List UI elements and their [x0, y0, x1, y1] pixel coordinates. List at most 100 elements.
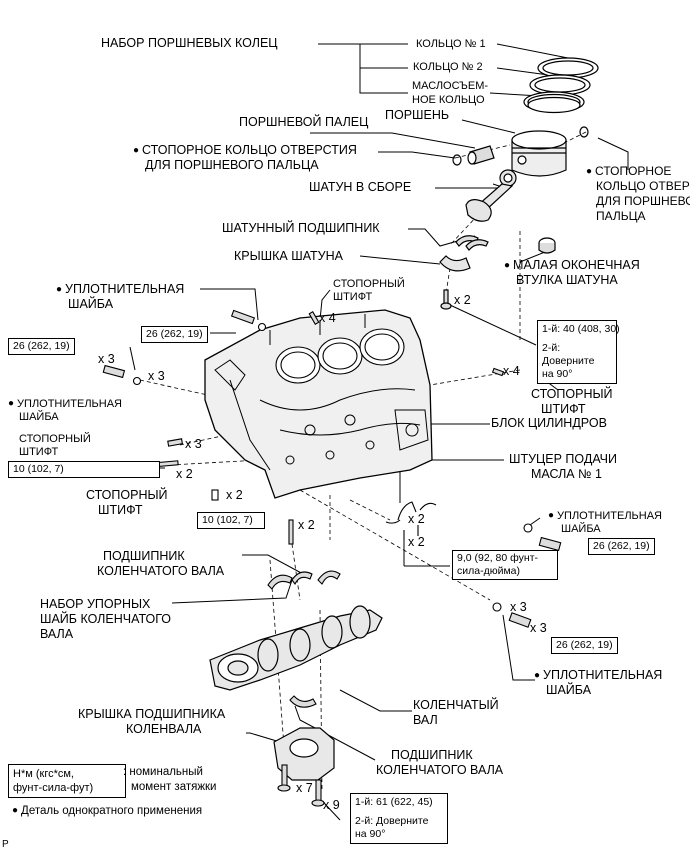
- qty-main-bolt-a: x 7: [296, 781, 313, 795]
- leader-main-torque: [324, 803, 341, 821]
- leader-snap-left: [378, 151, 456, 159]
- label-crank-bearing-upper-l2: КОЛЕНЧАТОГО ВАЛА: [97, 564, 225, 578]
- leader-left-stud: [129, 346, 136, 371]
- label-stop-pin-top-l2: ШТИФТ: [333, 291, 373, 303]
- label-oil-union-l1: ШТУЦЕР ПОДАЧИ: [509, 452, 618, 466]
- label-snap-ring-left-l2: ДЛЯ ПОРШНЕВОГО ПАЛЬЦА: [145, 158, 319, 172]
- label-rod-assy: ШАТУН В СБОРЕ: [309, 180, 412, 194]
- label-crank-bearing-lower-l1: ПОДШИПНИК: [391, 748, 473, 762]
- label-ring-1: КОЛЬЦО № 1: [416, 38, 486, 50]
- torque-stud-bottom: 10 (102, 7): [197, 512, 265, 529]
- torque-seal-bolt-top: 26 (262, 19): [141, 326, 208, 343]
- leader-piston: [461, 119, 516, 134]
- qty-stud-bottom: x 2: [298, 518, 315, 532]
- leader-thrust: [171, 579, 293, 604]
- qty-left-bolt-a: x 3: [98, 352, 115, 366]
- torque-oil-union-l1: 9,0 (92, 80 фунт-: [457, 552, 538, 564]
- leader-ring1-tip: [496, 43, 569, 59]
- label-snap-ring-right-l3: ДЛЯ ПОРШНЕВОГО: [596, 194, 690, 208]
- torque-oil-union-l2: сила-дюйма): [457, 565, 520, 577]
- label-cyl-block: БЛОК ЦИЛИНДРОВ: [491, 416, 607, 430]
- label-stop-pin-right-l2: ШТИФТ: [541, 402, 586, 416]
- label-crankshaft-l1: КОЛЕНЧАТЫЙ: [413, 698, 499, 712]
- qty-stop-pin-left: x 3: [185, 437, 202, 451]
- legend-desc-l2: момент затяжки: [131, 781, 217, 793]
- label-snap-ring-left-l1: СТОПОРНОЕ КОЛЬЦО ОТВЕРСТИЯ: [133, 143, 357, 159]
- label-stop-pin-bottom-l2: ШТИФТ: [98, 503, 143, 517]
- qty-stud-left: x 2: [176, 467, 193, 481]
- qty-rod-bolt: x 2: [454, 293, 471, 307]
- label-seal-washer-right-l2: ШАЙБА: [561, 523, 601, 535]
- torque-rod-first: 1-й: 40 (408, 30): [542, 323, 620, 335]
- label-oil-ring-l2: НОЕ КОЛЬЦО: [412, 94, 485, 106]
- qty-left-bolt-b: x 3: [148, 369, 165, 383]
- qty-main-bolt-b: x 9: [323, 798, 340, 812]
- qty-stop-pin-right: x 4: [503, 364, 520, 378]
- torque-main-second-l1: 2-й: Доверните: [355, 815, 429, 827]
- leader-crank-bearing: [242, 554, 306, 576]
- label-stop-pin-bottom-l1: СТОПОРНЫЙ: [86, 488, 168, 502]
- label-thrust-washer-l2: ШАЙБ КОЛЕНЧАТОГО: [40, 612, 172, 626]
- label-seal-washer-left-l2: ШАЙБА: [19, 411, 59, 423]
- label-seal-washer-top-l1: УПЛОТНИТЕЛЬНАЯ: [56, 282, 184, 298]
- torque-main-first: 1-й: 61 (622, 45): [355, 796, 433, 808]
- qty-stop-pin-bottom: x 2: [226, 488, 243, 502]
- torque-rod-second-l2: на 90°: [542, 368, 573, 380]
- label-crank-bearing-lower-l2: КОЛЕНЧАТОГО ВАЛА: [376, 763, 504, 777]
- legend-desc-l1: : номинальный: [123, 766, 203, 778]
- legend-key-l2: фунт-сила-фут): [13, 782, 94, 794]
- label-snap-ring-right-l4: ПАЛЬЦА: [596, 209, 646, 223]
- label-seal-washer-bottom-l1: УПЛОТНИТЕЛЬНАЯ: [534, 668, 662, 684]
- torque-seal-bolt-bottom: 26 (262, 19): [551, 637, 618, 654]
- label-rod-bearing: ШАТУННЫЙ ПОДШИПНИК: [222, 221, 380, 235]
- leader-rod-assy: [435, 183, 506, 189]
- label-stop-pin-right-l1: СТОПОРНЫЙ: [531, 387, 613, 401]
- label-small-bushing-l2: ВТУЛКА ШАТУНА: [516, 273, 618, 287]
- leader-crank-bearing-lower: [294, 705, 376, 761]
- legend-key-l1: Н*м (кгс*см,: [13, 768, 74, 780]
- torque-main-cap: 1-й: 61 (622, 45) 2-й: Доверните на 90°: [350, 793, 448, 844]
- label-piston: ПОРШЕНЬ: [385, 108, 450, 122]
- label-stop-pin-left-l2: ШТИФТ: [19, 446, 59, 458]
- label-crank-bearing-upper-l1: ПОДШИПНИК: [103, 549, 185, 563]
- label-piston-pin: ПОРШНЕВОЙ ПАЛЕЦ: [239, 115, 369, 129]
- legend-torque-key: Н*м (кгс*см, фунт-сила-фут): [8, 764, 126, 798]
- torque-main-second-l2: на 90°: [355, 828, 386, 840]
- label-seal-washer-left-l1: УПЛОТНИТЕЛЬНАЯ: [8, 398, 122, 411]
- torque-rod-cap: 1-й: 40 (408, 30) 2-й: Доверните на 90°: [537, 320, 620, 384]
- qty-bolt-bottom-b: x 3: [530, 621, 547, 635]
- label-piston-ring-set: НАБОР ПОРШНЕВЫХ КОЛЕЦ: [101, 36, 278, 50]
- leader-washer-right: [529, 517, 541, 526]
- torque-stud-left: 10 (102, 7): [8, 461, 160, 478]
- torque-seal-bolt-right: 26 (262, 19): [588, 538, 655, 555]
- leader-piston-pin: [310, 132, 476, 149]
- label-seal-washer-right-l1: УПЛОТНИТЕЛЬНАЯ: [548, 510, 662, 523]
- leader-rod-torque: [449, 304, 537, 346]
- label-seal-washer-bottom-l2: ШАЙБА: [546, 683, 592, 697]
- leader-rod-cap: [359, 255, 441, 265]
- leader-washer-top: [200, 288, 259, 321]
- label-snap-ring-right-l2: КОЛЬЦО ОТВЕРСТИЯ: [596, 179, 690, 193]
- leader-pin-top: [319, 289, 331, 321]
- qty-stop-pin-top: x 4: [319, 311, 336, 325]
- label-oil-union-l2: МАСЛА № 1: [531, 467, 602, 481]
- label-small-bushing-l1: МАЛАЯ ОКОНЕЧНАЯ: [504, 258, 640, 274]
- label-stop-pin-left-l1: СТОПОРНЫЙ: [19, 433, 91, 445]
- page-marker: P: [2, 839, 9, 850]
- legend-non-reusable: Деталь однократного применения: [12, 805, 202, 818]
- torque-seal-bolt-left: 26 (262, 19): [8, 338, 75, 355]
- label-thrust-washer-l3: ВАЛА: [40, 627, 74, 641]
- label-stop-pin-top-l1: СТОПОРНЫЙ: [333, 278, 405, 290]
- label-crankshaft-l2: ВАЛ: [413, 713, 438, 727]
- qty-oil-union-a: x 2: [408, 512, 425, 526]
- label-rod-cap: КРЫШКА ШАТУНА: [234, 249, 343, 263]
- label-main-cap-l1: КРЫШКА ПОДШИПНИКА: [78, 707, 226, 721]
- qty-oil-union-b: x 2: [408, 535, 425, 549]
- label-main-cap-l2: КОЛЕНВАЛА: [126, 722, 202, 736]
- label-seal-washer-top-l2: ШАЙБА: [68, 297, 114, 311]
- label-thrust-washer-l1: НАБОР УПОРНЫХ: [40, 597, 151, 611]
- torque-rod-second-l1: 2-й: Доверните: [542, 342, 595, 367]
- label-oil-ring-l1: МАСЛОСЪЕМ-: [412, 80, 489, 92]
- leader-crankshaft: [339, 689, 412, 712]
